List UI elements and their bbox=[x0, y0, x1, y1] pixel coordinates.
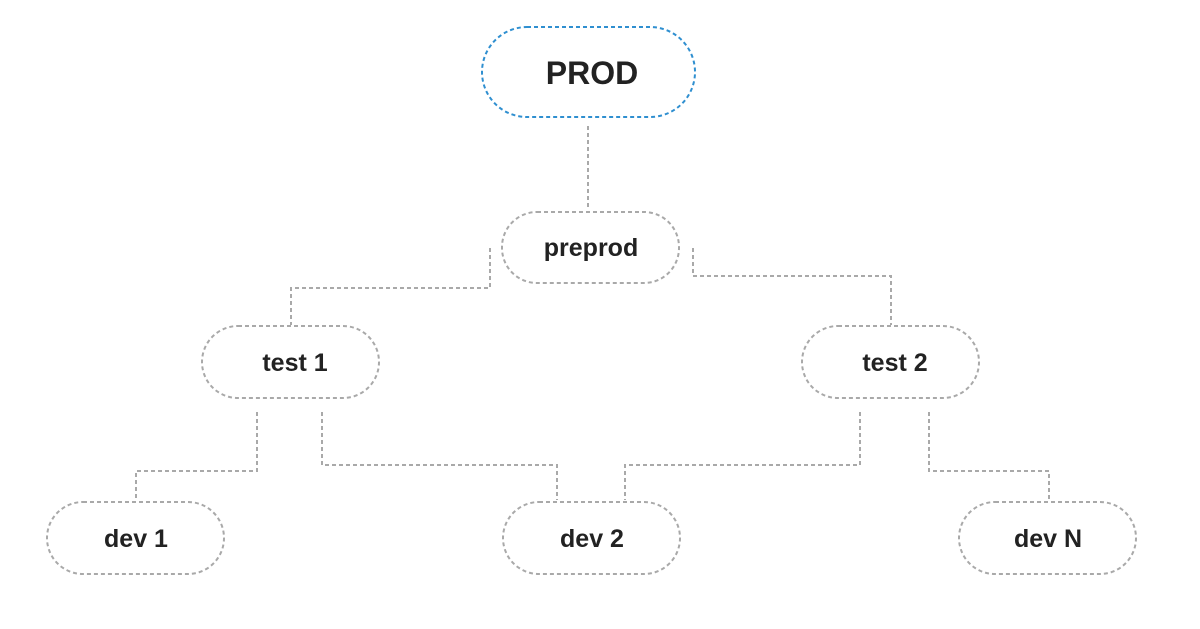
node-preprod: preprod bbox=[501, 211, 680, 284]
node-prod-box bbox=[481, 26, 696, 118]
node-prod-label: PROD bbox=[546, 55, 638, 91]
node-preprod-box bbox=[501, 211, 680, 284]
connector-test2-devN bbox=[928, 412, 1050, 500]
connector-test1-dev1 bbox=[135, 412, 258, 500]
connector-test1-dev2 bbox=[321, 412, 558, 500]
node-preprod-label: preprod bbox=[544, 234, 638, 262]
connector-test2-dev2 bbox=[624, 412, 861, 500]
node-devN-label: dev N bbox=[1014, 525, 1082, 553]
node-dev1-label: dev 1 bbox=[104, 525, 168, 553]
connector-preprod-test2 bbox=[692, 248, 892, 325]
connector-preprod-test1 bbox=[290, 248, 491, 325]
node-test1-box bbox=[201, 325, 380, 399]
node-prod: PROD bbox=[481, 26, 696, 118]
node-dev2-label: dev 2 bbox=[560, 525, 624, 553]
node-test2: test 2 bbox=[801, 325, 980, 399]
node-dev1-box bbox=[46, 501, 225, 575]
node-devN-box bbox=[958, 501, 1137, 575]
node-test1-label: test 1 bbox=[262, 349, 327, 377]
node-devN: dev N bbox=[958, 501, 1137, 575]
node-dev2-box bbox=[502, 501, 681, 575]
connectors bbox=[135, 126, 1050, 500]
node-dev2: dev 2 bbox=[502, 501, 681, 575]
node-test2-label: test 2 bbox=[862, 349, 927, 377]
node-dev1: dev 1 bbox=[46, 501, 225, 575]
node-test2-box bbox=[801, 325, 980, 399]
node-test1: test 1 bbox=[201, 325, 380, 399]
